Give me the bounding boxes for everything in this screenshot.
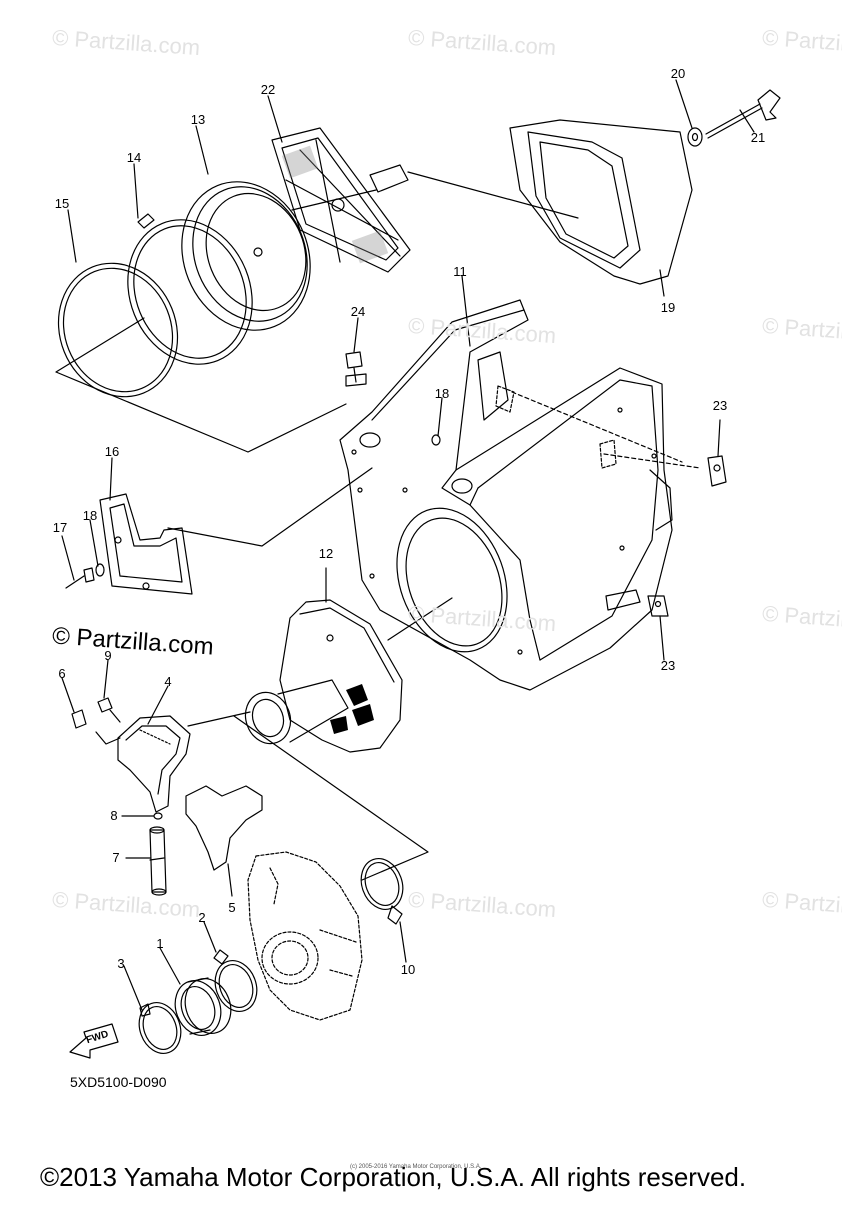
callout-5[interactable]: 5 bbox=[228, 900, 236, 915]
copyright-notice: ©2013 Yamaha Motor Corporation, U.S.A. A… bbox=[40, 1162, 747, 1192]
callout-23-lower[interactable]: 23 bbox=[660, 658, 676, 673]
joint-1 bbox=[174, 977, 232, 1036]
air-joint-12 bbox=[244, 599, 403, 753]
callout-9[interactable]: 9 bbox=[104, 648, 112, 663]
gasket-5 bbox=[185, 785, 263, 871]
callout-16[interactable]: 16 bbox=[104, 444, 120, 459]
callout-23-upper[interactable]: 23 bbox=[712, 398, 728, 413]
callout-14[interactable]: 14 bbox=[126, 150, 142, 165]
callout-10[interactable]: 10 bbox=[400, 962, 416, 977]
callout-22[interactable]: 22 bbox=[260, 82, 276, 97]
callout-7[interactable]: 7 bbox=[112, 850, 120, 865]
washer-20 bbox=[687, 127, 703, 147]
filter-cage-22 bbox=[271, 127, 411, 273]
bolt-24 bbox=[345, 351, 367, 387]
callout-15[interactable]: 15 bbox=[54, 196, 70, 211]
small-copyright: (c) 2005-2016 Yamaha Motor Corporation, … bbox=[350, 1164, 482, 1170]
clip-23-lower bbox=[647, 595, 669, 617]
fitting-8 bbox=[153, 812, 163, 820]
clamp-3 bbox=[138, 1002, 182, 1054]
callout-6[interactable]: 6 bbox=[58, 666, 66, 681]
callout-24[interactable]: 24 bbox=[350, 304, 366, 319]
diagram-code: 5XD5100-D090 bbox=[70, 1074, 167, 1090]
callout-12[interactable]: 12 bbox=[318, 546, 334, 561]
wing-bolt-21 bbox=[705, 89, 781, 139]
screw-17 bbox=[65, 567, 95, 589]
carburetor-outline bbox=[247, 851, 363, 1021]
ring-clamp-15 bbox=[57, 262, 179, 398]
clip-23-upper bbox=[707, 455, 727, 487]
callout-13[interactable]: 13 bbox=[190, 112, 206, 127]
callout-19[interactable]: 19 bbox=[660, 300, 676, 315]
callout-17[interactable]: 17 bbox=[52, 520, 68, 535]
callout-8[interactable]: 8 bbox=[110, 808, 118, 823]
callout-2[interactable]: 2 bbox=[198, 910, 206, 925]
clamp-2 bbox=[213, 949, 258, 1012]
filter-cover-19 bbox=[509, 119, 693, 285]
joint-4 bbox=[117, 715, 191, 813]
clamp-10 bbox=[360, 858, 404, 925]
callout-1[interactable]: 1 bbox=[156, 936, 164, 951]
callout-18-plate[interactable]: 18 bbox=[82, 508, 98, 523]
filter-element-13 bbox=[181, 181, 311, 331]
callout-11[interactable]: 11 bbox=[453, 264, 467, 279]
callout-4[interactable]: 4 bbox=[164, 674, 172, 689]
plate-16 bbox=[99, 493, 193, 595]
air-filter-case-11 bbox=[339, 299, 673, 691]
callout-3[interactable]: 3 bbox=[117, 956, 125, 971]
clip-6 bbox=[71, 709, 87, 729]
filter-element-14 bbox=[127, 213, 253, 365]
grommet-18-case bbox=[431, 434, 441, 446]
callout-20[interactable]: 20 bbox=[670, 66, 686, 81]
screw-9 bbox=[97, 697, 121, 723]
hose-7 bbox=[149, 826, 167, 896]
callout-18-case[interactable]: 18 bbox=[434, 386, 450, 401]
callout-21[interactable]: 21 bbox=[750, 130, 766, 145]
grommet-18-plate bbox=[95, 563, 105, 577]
fwd-arrow-icon bbox=[69, 1023, 119, 1059]
